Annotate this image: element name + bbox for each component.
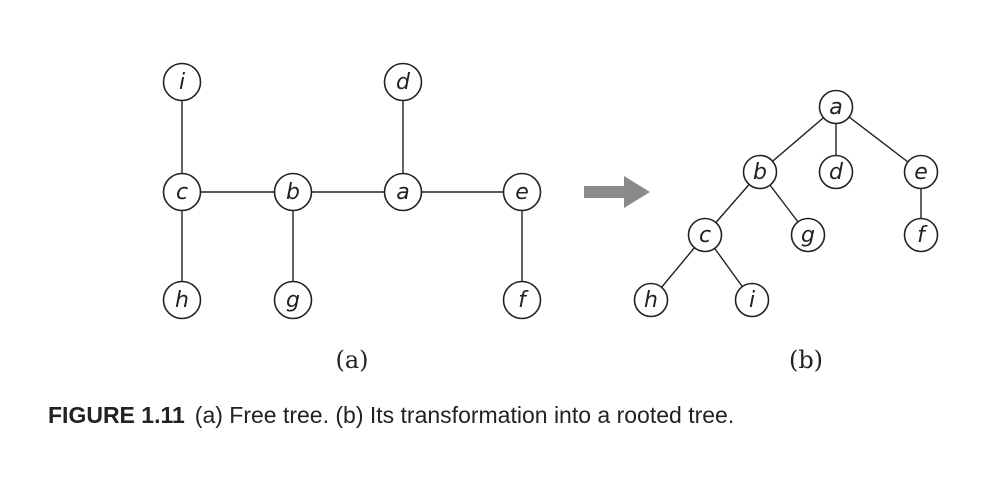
free-tree-node-label: e (515, 180, 529, 205)
free-tree-node-circle (162, 280, 202, 320)
rooted-tree-node-c: c (687, 217, 723, 253)
free-tree-node-b: b (273, 172, 313, 212)
rooted-tree-edge-a-e (835, 106, 922, 173)
free-tree-node-h: h (162, 280, 202, 320)
caption-text: (a) Free tree. (b) Its transformation in… (194, 402, 735, 428)
free-tree-node-circle (162, 172, 202, 212)
free-tree-diagram: i d c b a e h g f (162, 62, 542, 320)
rooted-tree-node-circle (903, 217, 939, 253)
free-tree-node-label: a (396, 180, 409, 205)
transformation-arrow-icon (584, 176, 650, 208)
rooted-tree-diagram: a b d e c g f h i (633, 89, 939, 318)
rooted-tree-node-label: b (753, 160, 767, 185)
rooted-tree-node-circle (734, 282, 770, 318)
rooted-tree-node-label: a (829, 95, 842, 120)
rooted-tree-node-a: a (818, 89, 854, 125)
rooted-tree-sublabel: (b) (789, 346, 823, 374)
free-tree-node-label: c (176, 180, 188, 205)
free-tree-node-i: i (162, 62, 202, 102)
free-tree-node-circle (383, 172, 423, 212)
rooted-tree-node-label: h (644, 288, 658, 313)
rooted-tree-node-circle (818, 89, 854, 125)
figure: i d c b a e h g f a b d e c g f h i (a) (b) (162, 62, 939, 374)
rooted-tree-node-f: f (903, 217, 939, 253)
rooted-tree-node-label: e (914, 160, 928, 185)
free-tree-node-a: a (383, 172, 423, 212)
rooted-tree-node-b: b (742, 154, 778, 190)
rooted-tree-node-h: h (633, 282, 669, 318)
free-tree-node-label: d (396, 70, 411, 95)
free-tree-node-circle (273, 172, 313, 212)
rooted-tree-node-label: c (699, 223, 711, 248)
free-tree-node-circle (502, 172, 542, 212)
free-tree-node-c: c (162, 172, 202, 212)
rooted-tree-node-circle (818, 154, 854, 190)
free-tree-node-label: f (518, 288, 529, 313)
rooted-tree-node-i: i (734, 282, 770, 318)
free-tree-node-g: g (273, 280, 313, 320)
free-tree-node-label: g (286, 288, 300, 313)
free-tree-node-label: b (286, 180, 300, 205)
free-tree-node-label: h (175, 288, 189, 313)
rooted-tree-node-circle (742, 154, 778, 190)
rooted-tree-node-circle (633, 282, 669, 318)
free-tree-node-circle (162, 62, 202, 102)
rooted-tree-node-label: f (917, 223, 928, 248)
rooted-tree-node-circle (903, 154, 939, 190)
free-tree-node-circle (502, 280, 542, 320)
rooted-tree-node-d: d (818, 154, 854, 190)
rooted-tree-node-g: g (790, 217, 826, 253)
free-tree-node-d: d (383, 62, 423, 102)
figure-caption: FIGURE 1.11 (a) Free tree. (b) Its transf… (48, 402, 734, 429)
free-tree-node-e: e (502, 172, 542, 212)
free-tree-node-circle (273, 280, 313, 320)
caption-label: FIGURE 1.11 (48, 402, 185, 428)
rooted-tree-node-label: i (749, 288, 755, 313)
free-tree-node-label: i (179, 70, 185, 95)
free-tree-node-circle (383, 62, 423, 102)
free-tree-node-f: f (502, 280, 542, 320)
free-tree-sublabel: (a) (335, 346, 368, 374)
rooted-tree-node-label: d (829, 160, 844, 185)
rooted-tree-node-e: e (903, 154, 939, 190)
rooted-tree-node-circle (687, 217, 723, 253)
rooted-tree-node-circle (790, 217, 826, 253)
rooted-tree-node-label: g (801, 223, 815, 248)
